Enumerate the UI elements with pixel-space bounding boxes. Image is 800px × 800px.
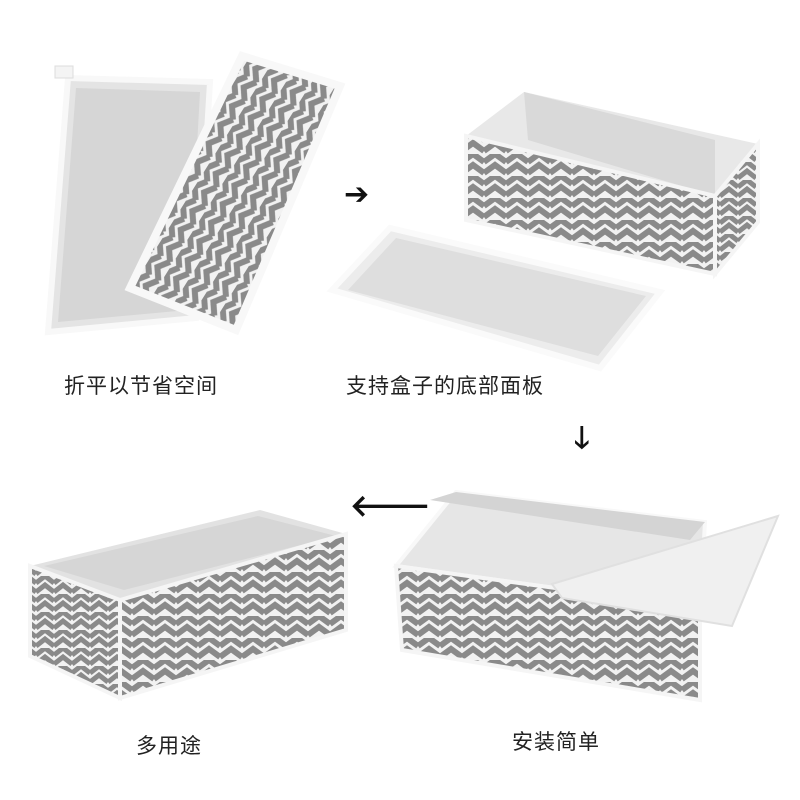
arrow-left-icon: 🡐 (350, 489, 431, 524)
finished-box (28, 510, 348, 702)
arrow-down-icon: 🡓 (574, 421, 590, 456)
caption-fold-flat: 折平以节省空间 (64, 374, 218, 398)
folded-flat-pieces (44, 51, 346, 336)
caption-easy-install: 安装简单 (512, 730, 600, 754)
caption-base-panel: 支持盒子的底部面板 (346, 374, 544, 398)
arrow-right-icon: ➔ (344, 177, 370, 212)
caption-multi-use: 多用途 (136, 734, 202, 758)
box-assembly (392, 489, 780, 703)
box-and-base-panel (326, 92, 760, 372)
